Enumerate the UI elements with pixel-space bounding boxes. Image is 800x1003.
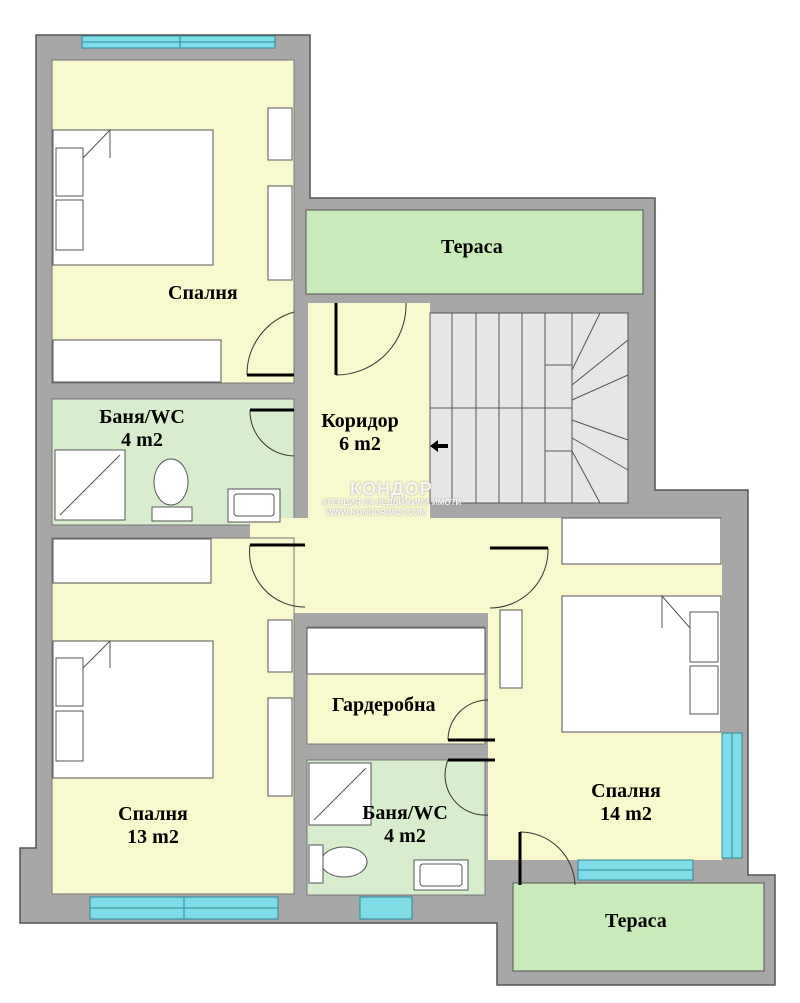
door-swing-icon [246, 302, 576, 886]
room-label-terrace-top: Тераса [441, 236, 503, 258]
watermark-tagline: АГЕНЦИЯ ЗА НЕДВИЖИМИ ИМОТИ [322, 498, 462, 507]
window-icon [81, 35, 743, 920]
room-area: 6 m2 [339, 433, 381, 455]
watermark-brand: КОНДОР [350, 479, 433, 499]
room-label-corridor: Коридор 6 m2 [315, 410, 405, 456]
wardrobe-cabinets [52, 107, 722, 797]
room-area: 4 m2 [121, 429, 163, 451]
room-label-bath-left: Баня/WC 4 m2 [92, 406, 192, 452]
bed-icon [52, 128, 722, 779]
room-name: Спалня [591, 780, 661, 802]
watermark: КОНДОР АГЕНЦИЯ ЗА НЕДВИЖИМИ ИМОТИ WWW.KO… [322, 479, 482, 519]
room-area: 14 m2 [600, 803, 652, 825]
room-label-bedroom-right: Спалня 14 m2 [576, 780, 676, 826]
room-label-bedroom-bottom-left: Спалня 13 m2 [103, 803, 203, 849]
room-terrace-top [305, 209, 644, 295]
room-area: 4 m2 [384, 825, 426, 847]
toilet-icon [151, 458, 368, 884]
room-terrace-bottom [512, 882, 765, 972]
room-label-bedroom-top-left: Спалня [168, 282, 238, 304]
room-name: Баня/WC [99, 406, 185, 428]
room-name: Спалня [118, 803, 188, 825]
room-name: Баня/WC [362, 802, 448, 824]
room-label-bath-center: Баня/WC 4 m2 [355, 802, 455, 848]
room-name: Коридор [321, 410, 399, 432]
watermark-site: WWW.KONDORIMOT.COM [326, 508, 426, 517]
stairs-direction-arrow-icon [430, 440, 448, 452]
room-label-wardrobe: Гардеробна [332, 694, 436, 716]
sink-icon [227, 488, 469, 891]
room-label-terrace-bottom: Тераса [605, 910, 667, 932]
shower-icon [54, 449, 372, 826]
door-leaves [247, 303, 548, 885]
stair-treads [430, 312, 629, 504]
room-area: 13 m2 [127, 826, 179, 848]
